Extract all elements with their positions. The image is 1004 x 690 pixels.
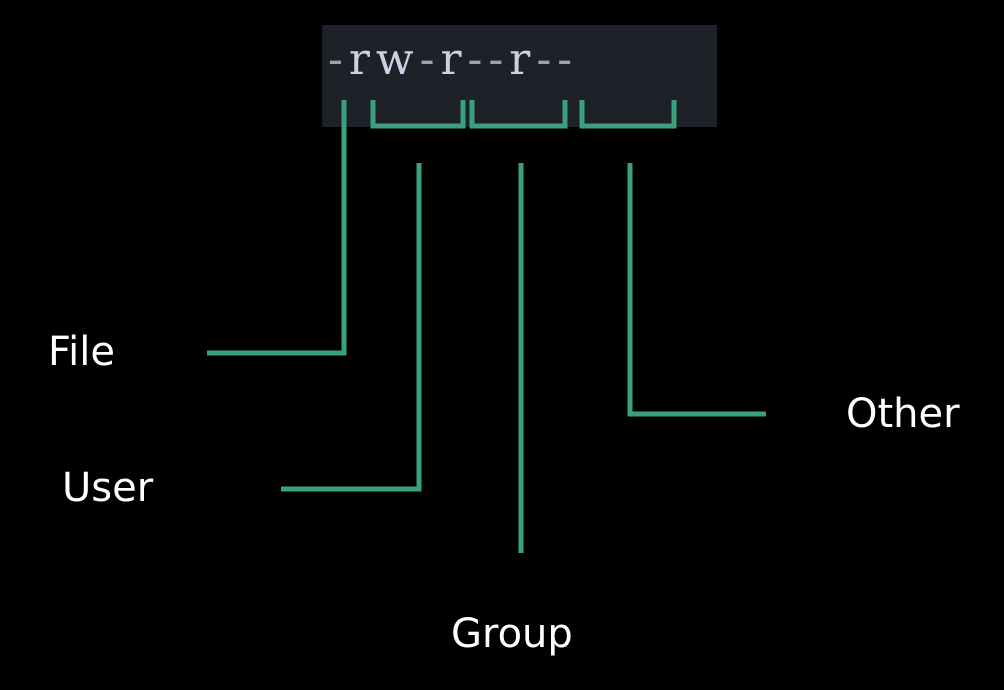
perm-char-group-read: r (440, 34, 468, 85)
perm-char-user-read: r (348, 34, 376, 85)
perm-char-other-exec: - (557, 34, 579, 85)
user-bracket (370, 100, 466, 129)
perm-char-user-write: w (375, 34, 420, 85)
permission-string: -rw-r--r-- (328, 30, 578, 90)
file-label: File (48, 329, 115, 375)
other-connector (627, 163, 766, 417)
perm-char-user-exec: - (419, 34, 441, 85)
group-bracket (469, 100, 568, 129)
perm-char-other-write: - (536, 34, 558, 85)
user-label: User (62, 465, 154, 511)
other-label: Other (846, 391, 960, 437)
perm-char-other-read: r (509, 34, 537, 85)
perm-char-group-exec: - (488, 34, 510, 85)
terminal-snippet (322, 25, 717, 127)
file-connector (207, 100, 347, 356)
perm-char-group-write: - (467, 34, 489, 85)
other-bracket (579, 100, 677, 129)
user-connector (281, 163, 422, 492)
group-label: Group (451, 611, 573, 657)
perm-char-file-type: - (328, 34, 349, 85)
